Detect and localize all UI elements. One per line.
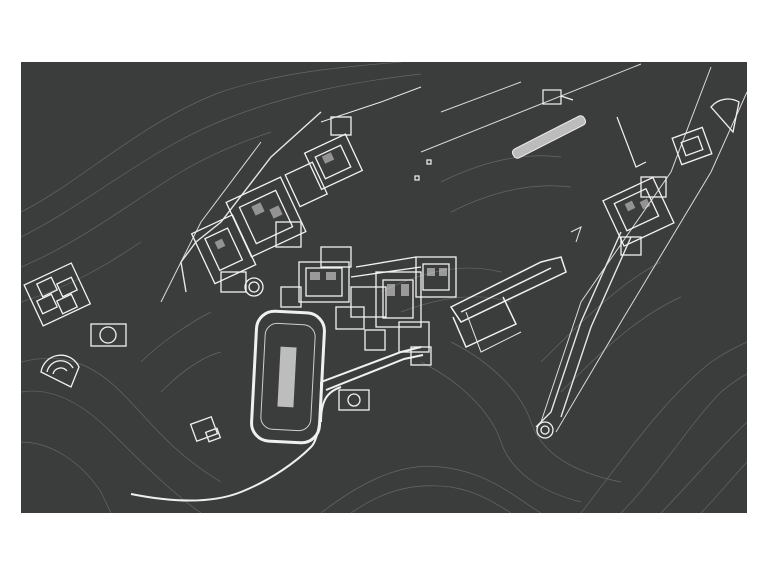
connector-walls [320, 86, 582, 353]
stadium [449, 256, 567, 349]
east-complex [602, 176, 675, 256]
site-plan-svg [21, 62, 747, 513]
upper-left-cluster-fill [214, 152, 335, 250]
central-complex [280, 246, 457, 366]
site-boundary [160, 63, 747, 433]
west-theatre [40, 354, 80, 388]
upper-colonnade [511, 115, 587, 159]
site-plan-map [21, 62, 747, 513]
northeast-rotunda [671, 98, 740, 166]
canal-building [338, 389, 370, 411]
pecile-pool [250, 309, 326, 445]
north-small-structures [414, 89, 647, 181]
west-buildings [23, 262, 127, 347]
southeast-temple [536, 421, 554, 439]
canal-structure [320, 346, 424, 423]
upper-left-cluster [190, 116, 364, 297]
central-complex-fill [310, 268, 447, 296]
south-small-building [189, 415, 222, 443]
east-complex-fill [624, 198, 651, 212]
long-walls [180, 111, 632, 428]
